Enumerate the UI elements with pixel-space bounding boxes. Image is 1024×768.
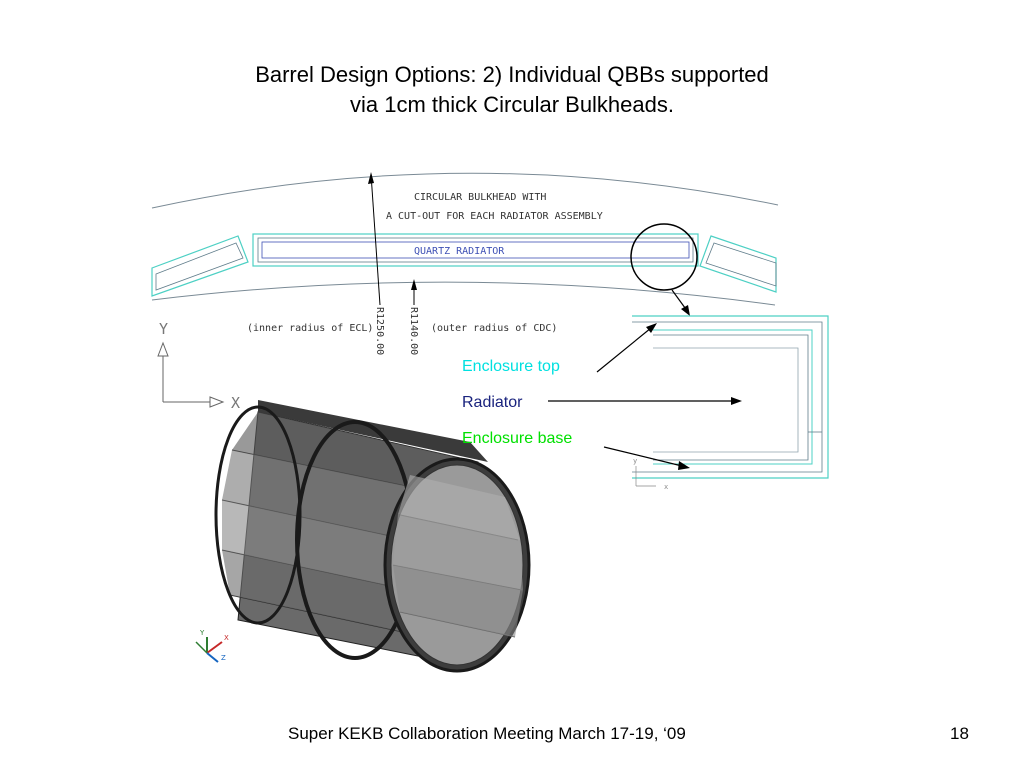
- arrow-enclosure-top: [596, 327, 652, 373]
- outer-arc-top: [151, 172, 779, 209]
- triad-z-label: Z: [221, 654, 226, 662]
- axis-x-label: X: [231, 394, 240, 412]
- dim-arrow-r1250: [368, 172, 374, 184]
- left-radiator-segment: [151, 235, 249, 297]
- barrel-cylinder-3d: [214, 400, 531, 673]
- triad-x-label: X: [224, 634, 229, 642]
- dim-text-r1140: R1140.00: [408, 307, 419, 355]
- label-outer-radius: (outer radius of CDC): [431, 323, 557, 334]
- arrowhead-radiator: [731, 397, 742, 405]
- axis-y-label: Y: [159, 320, 168, 338]
- label-bulkhead-line2: A CUT-OUT FOR EACH RADIATOR ASSEMBLY: [386, 211, 603, 222]
- title-line-2: via 1cm thick Circular Bulkheads.: [349, 92, 674, 117]
- inner-arc-ecl: [151, 281, 776, 306]
- enclosure-detail-drawing: y x: [632, 315, 829, 491]
- right-radiator-segment: [699, 235, 777, 293]
- small-axis-x-label: x: [664, 483, 668, 491]
- arrowhead-enclosure-top: [646, 323, 657, 333]
- page-number: 18: [950, 724, 969, 743]
- slide-title: Barrel Design Options: 2) Individual QBB…: [112, 60, 912, 120]
- xyz-triad-icon: Y X Z: [195, 629, 229, 663]
- title-line-1: Barrel Design Options: 2) Individual QBB…: [255, 62, 769, 87]
- callout-radiator: Radiator: [462, 394, 523, 411]
- label-bulkhead-line1: CIRCULAR BULKHEAD WITH: [414, 192, 546, 203]
- dim-arrow-r1140: [411, 279, 417, 290]
- xy-axis-indicator: Y X: [157, 320, 240, 412]
- label-quartz-radiator: QUARTZ RADIATOR: [414, 246, 505, 257]
- arrow-enclosure-base: [603, 446, 683, 467]
- detail-callout-circle: [630, 223, 698, 291]
- arrowhead-enclosure-base: [678, 461, 690, 470]
- dim-text-r1250: R1250.00: [374, 307, 385, 355]
- detail-callout-arrowhead: [681, 305, 690, 316]
- footer-text: Super KEKB Collaboration Meeting March 1…: [288, 724, 686, 743]
- central-radiator-assembly: [252, 233, 699, 267]
- callout-enclosure-base: Enclosure base: [462, 430, 573, 447]
- callout-enclosure-top: Enclosure top: [462, 358, 560, 375]
- dim-leader-r1250: [370, 173, 381, 306]
- label-inner-radius: (inner radius of ECL): [247, 323, 373, 334]
- triad-y-label: Y: [199, 629, 205, 637]
- small-axis-y-label: y: [633, 457, 637, 465]
